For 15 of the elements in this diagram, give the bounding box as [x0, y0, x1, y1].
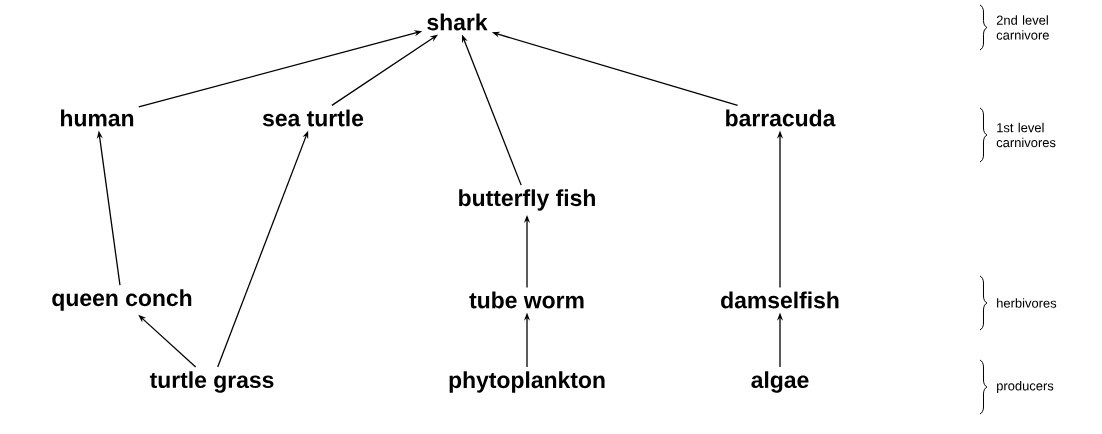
- organism-label: damselfish: [721, 291, 839, 309]
- organism-label: queen conch: [52, 289, 192, 311]
- organism-label: barracuda: [726, 109, 836, 127]
- trophic-level-label: herbivores: [997, 298, 1057, 308]
- organism-label: algae: [751, 371, 809, 393]
- organism-label: shark: [427, 13, 488, 31]
- trophic-level-label: producers: [997, 380, 1054, 393]
- organism-label: butterfly fish: [459, 189, 595, 211]
- organism-label: tube worm: [469, 291, 584, 309]
- organism-label: turtle grass: [149, 371, 274, 393]
- trophic-level-label: 1st level carnivores: [996, 122, 1056, 148]
- organism-label: human: [61, 109, 134, 127]
- trophic-level-label: 2nd level carnivore: [996, 15, 1049, 40]
- organism-label: sea turtle: [262, 109, 364, 127]
- organism-label: phytoplankton: [449, 371, 605, 393]
